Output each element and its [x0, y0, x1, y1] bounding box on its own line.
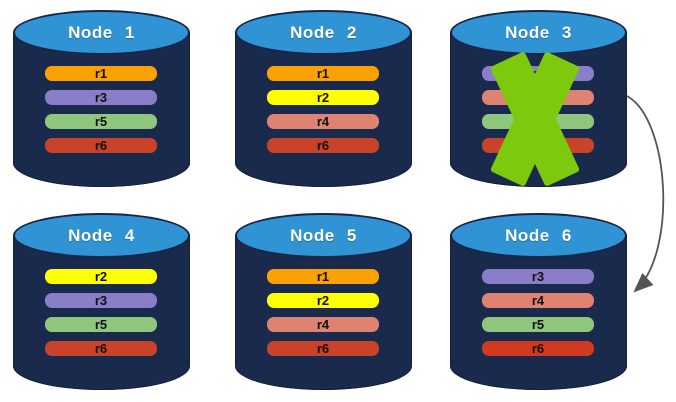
- replica-label: r2: [316, 90, 330, 105]
- replica-label: r6: [316, 138, 330, 153]
- replica-bar: r6: [45, 138, 157, 153]
- replica-bar: r2: [267, 90, 379, 105]
- node-6-cylinder-top: Node 6: [450, 213, 627, 258]
- replica-bar: r5: [482, 114, 594, 129]
- node-2-cylinder-body: [235, 32, 412, 187]
- replica-label: r3: [94, 293, 108, 308]
- node-3-cylinder-top: Node 3: [450, 10, 627, 55]
- replica-bar: r5: [45, 317, 157, 332]
- replica-label: r1: [316, 66, 330, 81]
- node-5-cylinder-top: Node 5: [235, 213, 412, 258]
- replica-bar: r4: [267, 317, 379, 332]
- replica-bar: r4: [482, 90, 594, 105]
- replica-label: r1: [316, 269, 330, 284]
- replica-bar: r2: [45, 269, 157, 284]
- replica-label: r3: [531, 66, 545, 81]
- node-5-cylinder-body: [235, 235, 412, 390]
- replica-bar: r6: [45, 341, 157, 356]
- replica-label: r4: [531, 293, 545, 308]
- replica-label: r5: [94, 317, 108, 332]
- replica-label: r6: [94, 341, 108, 356]
- replica-label: r1: [94, 66, 108, 81]
- replica-bar: r4: [482, 293, 594, 308]
- node-4-cylinder-body: [13, 235, 190, 390]
- node-title: Node 3: [505, 22, 572, 42]
- node-title: Node 2: [290, 22, 357, 42]
- replica-label: r6: [94, 138, 108, 153]
- node-2: Node 2 r1 r2 r4 r6: [235, 8, 412, 187]
- node-5: Node 5 r1 r2 r4 r6: [235, 211, 412, 390]
- replica-bar: r3: [45, 293, 157, 308]
- replica-bar: r1: [267, 269, 379, 284]
- replica-bar: r4: [267, 114, 379, 129]
- node-title: Node 4: [68, 225, 135, 245]
- replica-label: r3: [94, 90, 108, 105]
- failover-arrow-path: [626, 95, 665, 293]
- node-title: Node 5: [290, 225, 357, 245]
- replica-bar: r1: [267, 66, 379, 81]
- node-1: Node 1 r1 r3 r5 r6: [13, 8, 190, 187]
- replica-label: r5: [531, 317, 545, 332]
- replica-label: r2: [94, 269, 108, 284]
- node-2-cylinder-top: Node 2: [235, 10, 412, 55]
- replica-label: r3: [531, 269, 545, 284]
- node-3-cylinder-body: [450, 32, 627, 187]
- replica-bar: r3: [482, 66, 594, 81]
- node-title: Node 6: [505, 225, 572, 245]
- node-title: Node 1: [68, 22, 135, 42]
- replica-label: r4: [316, 317, 330, 332]
- replica-label: r2: [316, 293, 330, 308]
- replica-bar: r3: [482, 269, 594, 284]
- replica-label: r6: [531, 341, 545, 356]
- replica-label: r5: [531, 114, 545, 129]
- replica-label: r4: [531, 90, 545, 105]
- replica-bar: r6: [267, 138, 379, 153]
- node-6: Node 6 r3 r4 r5 r6: [450, 211, 627, 390]
- replica-bar: r3: [45, 90, 157, 105]
- node-1-cylinder-body: [13, 32, 190, 187]
- node-3: Node 3 r3 r4 r5 r6: [450, 8, 627, 187]
- node-4-cylinder-top: Node 4: [13, 213, 190, 258]
- replica-label: r5: [94, 114, 108, 129]
- replica-bar: r5: [482, 317, 594, 332]
- replica-label: r4: [316, 114, 330, 129]
- replica-bar: r2: [267, 293, 379, 308]
- node-1-cylinder-top: Node 1: [13, 10, 190, 55]
- replica-bar: r6: [482, 138, 594, 153]
- replica-label: r6: [316, 341, 330, 356]
- replica-bar: r5: [45, 114, 157, 129]
- replica-label: r6: [531, 138, 545, 153]
- replica-bar: r6: [482, 341, 594, 356]
- node-4: Node 4 r2 r3 r5 r6: [13, 211, 190, 390]
- node-6-cylinder-body: [450, 235, 627, 390]
- replica-bar: r1: [45, 66, 157, 81]
- replica-bar: r6: [267, 341, 379, 356]
